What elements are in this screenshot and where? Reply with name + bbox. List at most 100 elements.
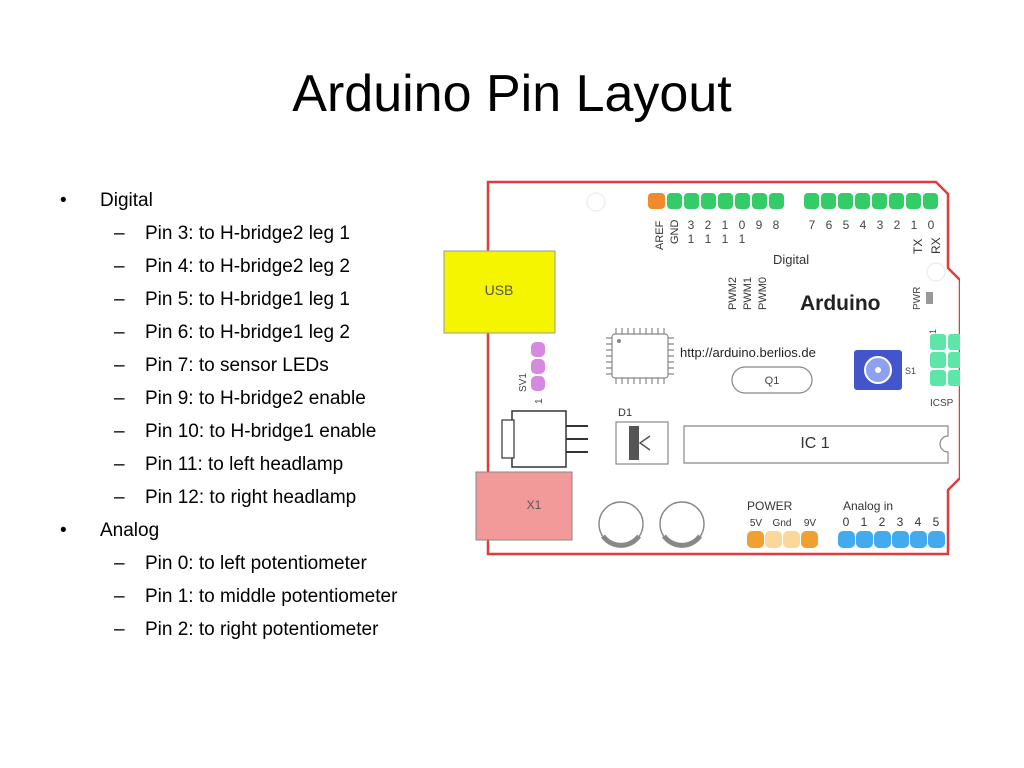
analog-header (838, 531, 945, 548)
digital-pin (906, 193, 921, 209)
digital-pin (718, 193, 733, 209)
diode-body (615, 421, 669, 465)
sv1-pin (531, 359, 545, 374)
digital-pin (735, 193, 750, 209)
list-item: –Pin 7: to sensor LEDs (56, 349, 456, 382)
pin-item-text: Pin 1: to middle potentiometer (145, 586, 398, 607)
icsp-pin (948, 352, 960, 368)
pwm-label: PWM0 (757, 277, 769, 310)
analog-pin-label: 2 (879, 515, 886, 529)
pwr-label: PWR (912, 287, 923, 310)
tx-label: TX (911, 239, 925, 254)
gnd-label: GND (669, 220, 681, 245)
digital-label: Digital (773, 252, 809, 267)
list-item: –Pin 0: to left potentiometer (56, 547, 456, 580)
group-label-digital: Digital (100, 190, 153, 211)
analog-pin-label: 3 (897, 515, 904, 529)
sv1-header (531, 342, 545, 391)
diode-band (629, 426, 639, 460)
pin-number: 7 (809, 218, 816, 232)
analog-pin-label: 4 (915, 515, 922, 529)
pin-number: 8 (773, 218, 780, 232)
list-item: –Pin 5: to H-bridge1 leg 1 (56, 283, 456, 316)
analog-pin (838, 531, 855, 548)
list-item: –Pin 1: to middle potentiometer (56, 580, 456, 613)
aref-label: AREF (654, 220, 666, 250)
pin-item-text: Pin 3: to H-bridge2 leg 1 (145, 223, 350, 244)
q1-label: Q1 (765, 375, 780, 387)
dash-icon: – (114, 388, 125, 409)
microcontroller-chip (606, 328, 674, 384)
digital-pin (769, 193, 784, 209)
power-pin (783, 531, 800, 548)
list-item: –Pin 11: to left headlamp (56, 448, 456, 481)
digital-pin (684, 193, 699, 209)
icsp-pin (930, 334, 946, 350)
pin-number: 9 (756, 218, 763, 232)
mounting-hole (926, 262, 946, 282)
dash-icon: – (114, 256, 125, 277)
digital-pin (872, 193, 887, 209)
capacitor (598, 501, 644, 548)
digital-pin (667, 193, 682, 209)
arduino-board-diagram: AREF GND 3 2 1 0 9 8 7 6 5 4 3 2 1 0 1 1… (440, 178, 960, 564)
sv1-label: SV1 (518, 373, 529, 392)
regulator-tab (501, 419, 515, 459)
pin-item-text: Pin 0: to left potentiometer (145, 553, 367, 574)
pwm-label: PWM1 (742, 277, 754, 310)
digital-pin (923, 193, 938, 209)
pin-number: 3 (688, 218, 695, 232)
pin-item-text: Pin 4: to H-bridge2 leg 2 (145, 256, 350, 277)
bullet-icon: • (60, 520, 67, 541)
sv1-pin-label: 1 (534, 398, 545, 404)
icsp-pin (948, 334, 960, 350)
bullet-icon: • (60, 190, 67, 211)
pin-number-tens: 1 (705, 232, 712, 246)
analog-pin-label: 1 (861, 515, 868, 529)
d1-label: D1 (618, 407, 632, 419)
analog-pin (874, 531, 891, 548)
list-item: –Pin 3: to H-bridge2 leg 1 (56, 217, 456, 250)
list-item: –Pin 12: to right headlamp (56, 481, 456, 514)
digital-pin (804, 193, 819, 209)
rx-label: RX (929, 237, 943, 254)
power-pin-label: 5V (750, 518, 763, 529)
voltage-regulator (501, 410, 588, 468)
pin-list: •Digital –Pin 3: to H-bridge2 leg 1 –Pin… (56, 184, 456, 646)
pwm-label: PWM2 (727, 277, 739, 310)
diode-arrow-icon (638, 435, 651, 451)
digital-header (648, 193, 938, 209)
capacitor (659, 501, 705, 548)
mounting-hole (586, 192, 606, 212)
s1-label: S1 (905, 366, 916, 376)
slide-title: Arduino Pin Layout (292, 65, 732, 123)
capacitor-band (600, 534, 642, 548)
analog-pin (856, 531, 873, 548)
pin-item-text: Pin 6: to H-bridge1 leg 2 (145, 322, 350, 343)
chip-leads (606, 328, 674, 384)
pin-item-text: Pin 11: to left headlamp (145, 454, 344, 475)
digital-pin (821, 193, 836, 209)
digital-pin (855, 193, 870, 209)
pin-number: 6 (826, 218, 833, 232)
ic1-label: IC 1 (800, 435, 829, 452)
power-pin (801, 531, 818, 548)
list-item: –Pin 9: to H-bridge2 enable (56, 382, 456, 415)
pin-number: 0 (739, 218, 746, 232)
icsp-header (930, 334, 960, 386)
digital-pin-numbers: 3 2 1 0 9 8 7 6 5 4 3 2 1 0 1 1 1 1 (688, 218, 935, 246)
group-label-analog: Analog (100, 520, 160, 541)
list-item: –Pin 4: to H-bridge2 leg 2 (56, 250, 456, 283)
reset-center (875, 367, 881, 373)
pin-item-text: Pin 7: to sensor LEDs (145, 355, 329, 376)
url-label: http://arduino.berlios.de (680, 345, 816, 360)
analog-pin (928, 531, 945, 548)
sv1-pin (531, 376, 545, 391)
digital-pin (838, 193, 853, 209)
list-item: • Digital (56, 184, 456, 217)
analog-pin-label: 5 (933, 515, 940, 529)
power-label: POWER (747, 499, 793, 513)
reset-button-s1 (854, 350, 902, 390)
dash-icon: – (114, 223, 125, 244)
dash-icon: – (114, 289, 125, 310)
